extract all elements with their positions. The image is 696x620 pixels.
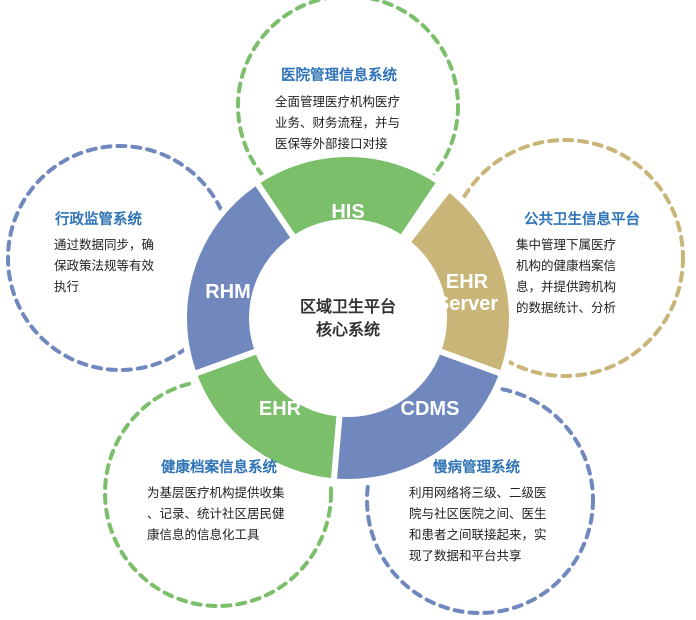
ring-segment-ehr-server bbox=[404, 185, 515, 378]
center-title-line2: 核心系统 bbox=[316, 320, 380, 339]
public-health-desc-line: 机构的健康档案信 bbox=[516, 258, 617, 273]
public-health-desc-line: 的数据统计、分析 bbox=[516, 300, 617, 315]
health-record-system-description: 为基层医疗机构提供收集 、记录、统计社区居民健 康信息的信息化工具 bbox=[147, 482, 285, 545]
chronic-desc-line: 院与社区医院之间、医生 bbox=[409, 506, 547, 521]
admin-system-title: 行政监管系统 bbox=[55, 212, 142, 228]
segment-label-rhm: RHM bbox=[205, 281, 251, 303]
health-record-desc-line: 为基层医疗机构提供收集 bbox=[147, 485, 285, 500]
public-health-outer-circle bbox=[445, 138, 685, 378]
admin-desc-line: 执行 bbox=[54, 279, 80, 294]
his-desc-line: 全面管理医疗机构医疗 bbox=[275, 94, 401, 109]
segment-label-his: HIS bbox=[331, 201, 364, 223]
public-health-system-title: 公共卫生信息平台 bbox=[524, 212, 640, 228]
segment-label-ehr-server-line2: Server bbox=[436, 293, 498, 315]
chronic-system-description: 利用网络将三级、二级医 院与社区医院之间、医生 和患者之间联接起来，实 现了数据… bbox=[409, 482, 547, 566]
his-system-title: 医院管理信息系统 bbox=[281, 68, 397, 84]
chronic-desc-line: 利用网络将三级、二级医 bbox=[409, 485, 547, 500]
ring-segment-cdms bbox=[330, 347, 506, 485]
ring-segment-his bbox=[253, 151, 443, 242]
chronic-system-title: 慢病管理系统 bbox=[433, 460, 520, 476]
health-record-desc-line: 康信息的信息化工具 bbox=[147, 527, 260, 542]
admin-system-description: 通过数据同步，确 保政策法规等有效 执行 bbox=[54, 234, 154, 297]
chronic-desc-line: 和患者之间联接起来，实 bbox=[409, 527, 547, 542]
admin-desc-line: 通过数据同步，确 bbox=[54, 237, 155, 252]
center-title-line1: 区域卫生平台 bbox=[300, 297, 396, 316]
ring-segment-rhm bbox=[181, 179, 298, 378]
segment-label-cdms: CDMS bbox=[401, 398, 460, 420]
segment-label-ehr: EHR bbox=[259, 398, 302, 420]
segment-label-ehr-server-line1: EHR bbox=[446, 271, 489, 293]
chronic-desc-line: 现了数据和平台共享 bbox=[409, 548, 522, 563]
public-health-system-description: 集中管理下属医疗 机构的健康档案信 息，并提供跨机构 的数据统计、分析 bbox=[516, 234, 616, 318]
his-system-description: 全面管理医疗机构医疗 业务、财务流程，并与 医保等外部接口对接 bbox=[275, 91, 400, 154]
his-desc-line: 业务、财务流程，并与 bbox=[275, 115, 401, 130]
admin-desc-line: 保政策法规等有效 bbox=[54, 258, 155, 273]
health-record-desc-line: 、记录、统计社区居民健 bbox=[147, 506, 285, 521]
his-desc-line: 医保等外部接口对接 bbox=[275, 136, 388, 151]
public-health-desc-line: 息，并提供跨机构 bbox=[516, 279, 617, 294]
public-health-desc-line: 集中管理下属医疗 bbox=[516, 237, 617, 252]
health-record-system-title: 健康档案信息系统 bbox=[161, 460, 277, 476]
